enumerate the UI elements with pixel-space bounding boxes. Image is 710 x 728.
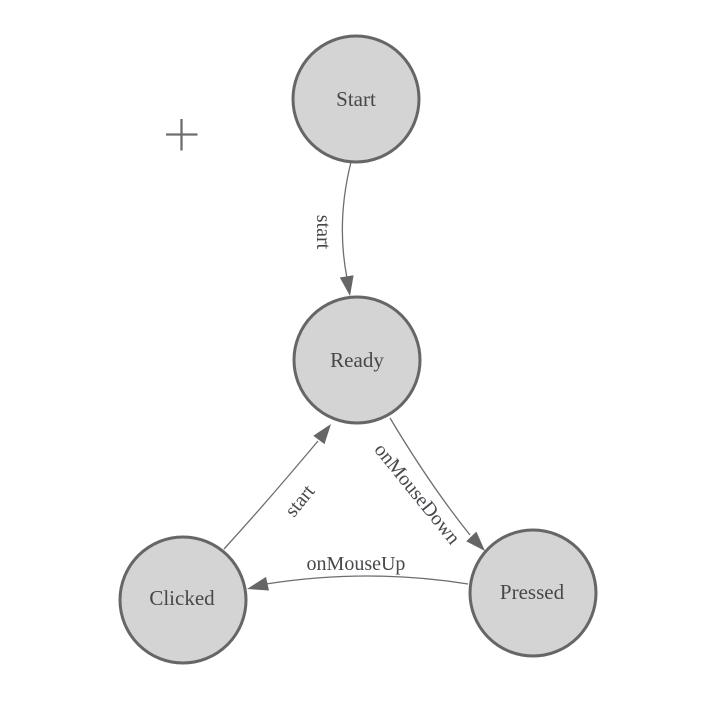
arrowhead-icon (247, 576, 269, 591)
edge-line (389, 417, 471, 536)
node-start[interactable]: Start (291, 34, 421, 164)
node-label: Start (336, 87, 376, 111)
crosshair-plus-icon (166, 119, 198, 151)
node-pressed[interactable]: Pressed (468, 528, 598, 658)
edge-label-onmouseup: onMouseUp (307, 553, 406, 575)
node-label: Pressed (500, 580, 565, 604)
state-circle (292, 295, 422, 425)
arrowhead-icon (466, 531, 485, 551)
edge-line (341, 161, 352, 279)
edge-ready-to-pressed[interactable]: onMouseDown (370, 417, 485, 551)
node-ready[interactable]: Ready (292, 295, 422, 425)
node-label: Clicked (149, 586, 215, 610)
edge-pressed-to-clicked[interactable]: onMouseUp (247, 553, 469, 591)
edge-label-start: start (312, 215, 334, 250)
node-label: Ready (330, 348, 384, 372)
arrowhead-icon (339, 275, 354, 296)
arrowhead-icon (313, 424, 331, 445)
node-clicked[interactable]: Clicked (118, 535, 248, 665)
state-circle (118, 535, 248, 665)
edge-line (265, 575, 469, 585)
edge-line (223, 440, 319, 550)
state-circle (291, 34, 421, 164)
edge-label-start: start (281, 480, 320, 521)
edge-clicked-to-ready[interactable]: start (223, 424, 331, 550)
edge-start-to-ready[interactable]: start (312, 161, 354, 296)
edge-label-onmousedown: onMouseDown (370, 439, 465, 549)
state-circle (468, 528, 598, 658)
